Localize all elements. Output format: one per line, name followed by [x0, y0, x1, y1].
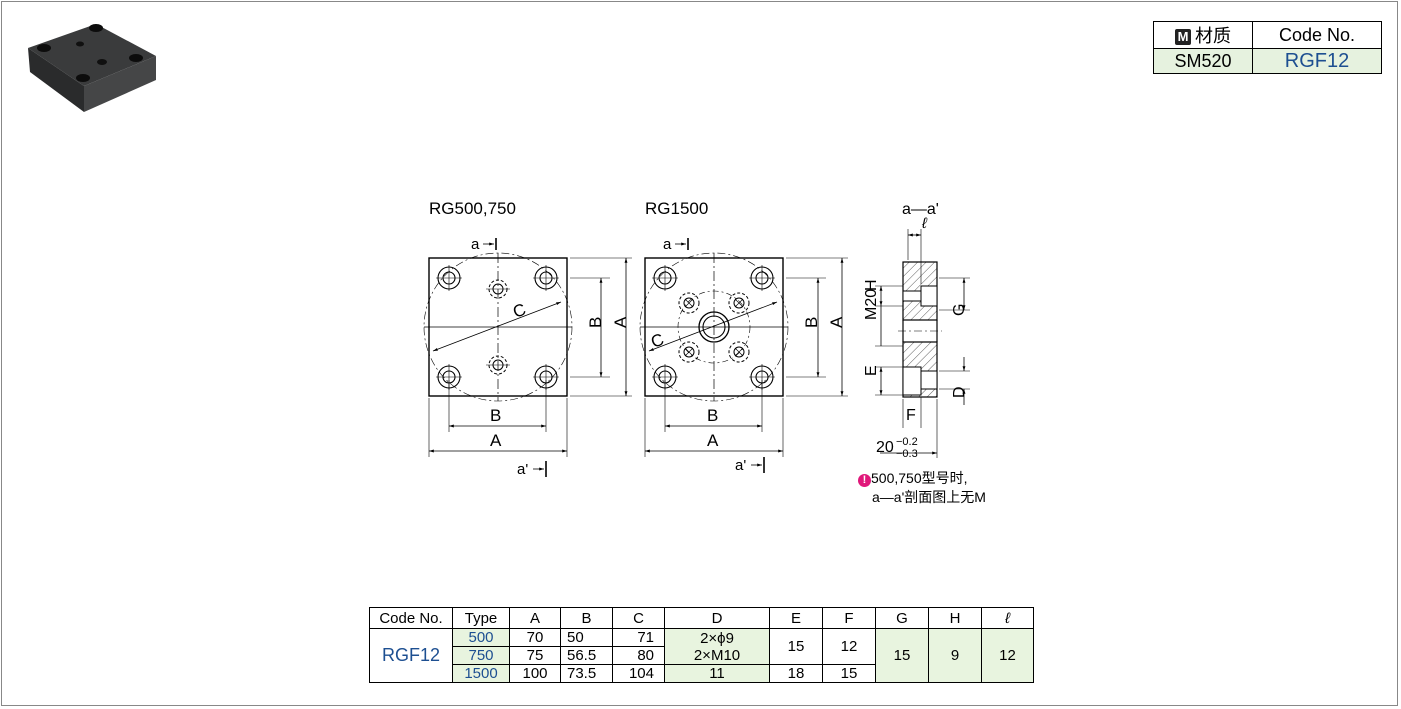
section-title: a—a' — [902, 201, 939, 218]
cell-A-750: 75 — [509, 646, 561, 665]
section-label-G: G — [951, 304, 968, 316]
cell-C-1500: 104 — [612, 664, 665, 683]
view2-label-a-prime: a' — [735, 457, 746, 474]
th-type: Type — [452, 607, 510, 629]
note-line1: 500,750型号时, — [871, 470, 968, 486]
type-500: 500 — [452, 628, 510, 647]
view1-label-B-bottom: B — [490, 406, 501, 425]
view2-label-a: a — [663, 236, 672, 253]
cell-A-500: 70 — [509, 628, 561, 647]
cell-E-500-750: 15 — [769, 628, 823, 665]
cell-B-750: 56.5 — [560, 646, 613, 665]
th-G: G — [875, 607, 929, 629]
cell-B-500: 50 — [560, 628, 613, 647]
cell-D-line1: 2×ϕ9 — [700, 629, 734, 647]
cell-C-750: 80 — [612, 646, 665, 665]
section-label-F: F — [906, 407, 916, 424]
section-label-D: D — [951, 386, 968, 398]
section-view — [898, 261, 942, 398]
spec-table: Code No. Type A B C D E F G H ℓ RGF12 50… — [369, 607, 1034, 683]
view2-plate — [639, 252, 789, 402]
section-thickness: 20 — [876, 439, 894, 456]
cell-F-500-750: 12 — [822, 628, 876, 665]
warning-icon: ! — [858, 474, 871, 487]
material-header-label: 材质 — [1195, 26, 1231, 46]
view1-title: RG500,750 — [429, 199, 516, 218]
view2-label-A-bottom: A — [707, 431, 719, 450]
material-badge: M — [1175, 29, 1191, 45]
th-C: C — [612, 607, 665, 629]
section-label-E: E — [863, 365, 880, 376]
view1-label-A-bottom: A — [490, 431, 502, 450]
view1-label-C: C — [510, 300, 528, 322]
view1-plate — [423, 252, 573, 402]
th-E: E — [769, 607, 823, 629]
cell-E-1500: 18 — [769, 664, 823, 683]
th-A: A — [509, 607, 561, 629]
cell-D-line2: 2×M10 — [693, 646, 741, 664]
section-label-H: H — [863, 279, 880, 291]
view2-label-C: C — [648, 330, 666, 352]
cell-F-1500: 15 — [822, 664, 876, 683]
cell-C-500: 71 — [612, 628, 665, 647]
th-ell: ℓ — [981, 607, 1034, 629]
section-tol-upper: −0.2 — [896, 436, 918, 448]
view2-label-B-side: B — [802, 317, 821, 328]
view2-title: RG1500 — [645, 199, 708, 218]
th-H: H — [928, 607, 982, 629]
view1-label-a: a — [471, 236, 480, 253]
view1-label-B-side: B — [586, 317, 605, 328]
th-B: B — [560, 607, 613, 629]
cell-D-500-750: 2×ϕ9 2×M10 — [664, 628, 770, 665]
section-note: !500,750型号时, a—a'剖面图上无M — [858, 469, 986, 507]
section-label-ell: ℓ — [921, 215, 928, 232]
th-F: F — [822, 607, 876, 629]
cell-A-1500: 100 — [509, 664, 561, 683]
view1-label-a-prime: a' — [517, 461, 528, 478]
cell-ell: 12 — [981, 628, 1034, 683]
cell-D-1500: 11 — [664, 664, 770, 683]
type-750: 750 — [452, 646, 510, 665]
product-photo — [28, 24, 156, 112]
th-D: D — [664, 607, 770, 629]
type-1500: 1500 — [452, 664, 510, 683]
cell-B-1500: 73.5 — [560, 664, 613, 683]
view2-label-A-side: A — [827, 316, 846, 328]
note-line2: a—a'剖面图上无M — [872, 489, 986, 505]
cell-H: 9 — [928, 628, 982, 683]
cell-G: 15 — [875, 628, 929, 683]
code-cell: RGF12 — [369, 628, 453, 683]
code-header: Code No. — [1252, 21, 1382, 49]
code-value: RGF12 — [1252, 48, 1382, 74]
view1-label-A-side: A — [611, 316, 630, 328]
section-tol-lower: −0.3 — [896, 448, 918, 460]
th-code: Code No. — [369, 607, 453, 629]
section-label-M20: M20 — [863, 289, 880, 320]
view2-label-B-bottom: B — [707, 406, 718, 425]
